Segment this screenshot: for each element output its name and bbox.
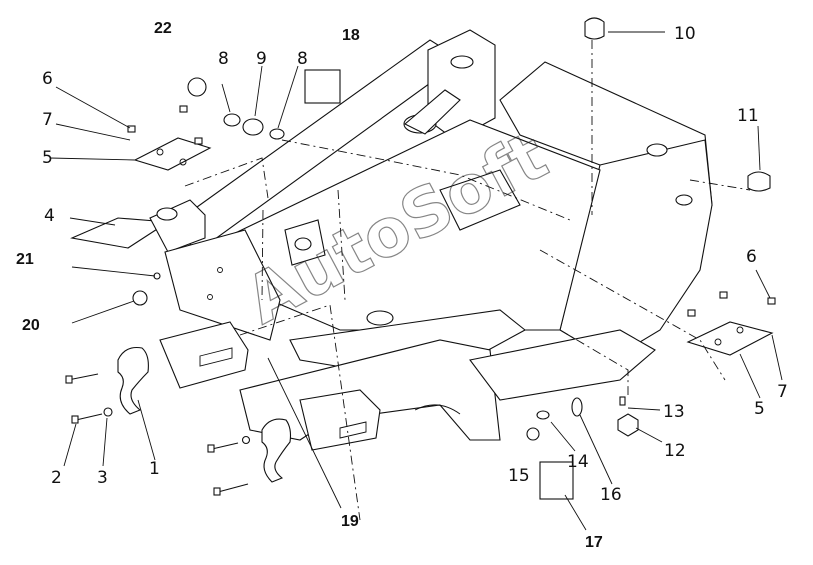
callout-22: 22 xyxy=(154,20,172,37)
callout-11: 11 xyxy=(737,106,759,126)
callout-15: 15 xyxy=(508,466,530,486)
callout-8-a: 8 xyxy=(218,49,229,69)
callout-21: 21 xyxy=(16,251,34,268)
main-frame xyxy=(70,29,713,441)
callout-5-right: 5 xyxy=(754,399,765,419)
callout-4: 4 xyxy=(44,206,55,226)
callout-16: 16 xyxy=(600,485,622,505)
callout-6-right: 6 xyxy=(746,247,757,267)
callout-1: 1 xyxy=(149,459,160,479)
callout-14: 14 xyxy=(567,452,589,472)
callout-6-left: 6 xyxy=(42,69,53,89)
callout-8-b: 8 xyxy=(297,49,308,69)
callout-20: 20 xyxy=(22,317,40,334)
left-cover-plate xyxy=(127,105,212,171)
callouts: 22 8 9 8 18 10 11 6 7 5 4 21 20 6 7 5 13… xyxy=(16,20,788,551)
assembly-lines xyxy=(184,40,751,521)
callout-9: 9 xyxy=(256,49,267,69)
callout-10: 10 xyxy=(674,24,696,44)
callout-12: 12 xyxy=(664,441,686,461)
loose-parts xyxy=(132,17,771,500)
callout-13: 13 xyxy=(663,402,685,422)
callout-7-left: 7 xyxy=(42,110,53,130)
callout-3: 3 xyxy=(97,468,108,488)
callout-2: 2 xyxy=(51,468,62,488)
callout-17: 17 xyxy=(585,534,603,551)
left-saddle-clamps xyxy=(117,321,381,483)
right-cover-plate xyxy=(686,291,776,356)
callout-5-left: 5 xyxy=(42,148,53,168)
callout-7-right: 7 xyxy=(777,382,788,402)
callout-19: 19 xyxy=(341,513,359,530)
left-bolts xyxy=(65,373,251,496)
callout-18: 18 xyxy=(342,27,360,44)
leader-lines xyxy=(49,31,783,531)
